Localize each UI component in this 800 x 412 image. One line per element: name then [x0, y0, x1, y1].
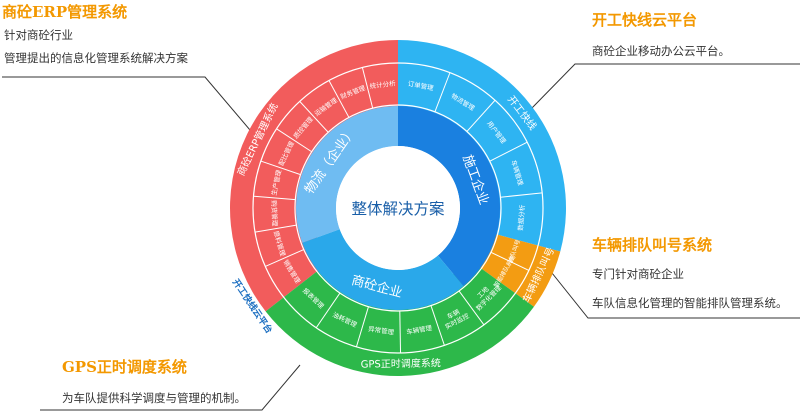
divider-gps-1 — [458, 290, 485, 326]
outer-dividers — [253, 67, 543, 353]
connector-kg — [529, 63, 800, 111]
connector-lines — [2, 63, 800, 411]
callout-kg: 开工快线云平台 商砼企业移动办公云平台。 — [592, 9, 730, 61]
divider-erp-8 — [361, 67, 374, 109]
callout-gps-title: GPS正时调度系统 — [62, 358, 187, 376]
divider-erp-1 — [265, 249, 304, 267]
divider-erp-6 — [299, 101, 329, 133]
divider-kg-4 — [500, 192, 543, 198]
callout-gps: GPS正时调度系统 为车队提供科学调度与管理的机制。 — [62, 356, 246, 408]
outer-separator — [252, 62, 544, 354]
connector-gps — [40, 364, 301, 411]
divider-gps-2 — [430, 305, 445, 346]
callout-kg-title: 开工快线云平台 — [592, 11, 698, 29]
callout-erp-title: 商砼ERP管理系统 — [2, 3, 128, 21]
item-erp-8: 统计分析 — [369, 78, 396, 90]
callout-queue-line-1: 专门针对商砼企业 — [592, 267, 684, 281]
divider-erp-3 — [253, 195, 296, 201]
divider-gps-4 — [355, 306, 369, 348]
inner-ring — [296, 106, 500, 310]
callout-queue-line-2: 车队信息化管理的智能排队管理系统。 — [592, 296, 788, 310]
callout-gps-line-1: 为车队提供科学调度与管理的机制。 — [62, 391, 246, 405]
divider-gps-5 — [315, 292, 341, 329]
center-label: 整体解决方案 — [351, 200, 445, 218]
item-kg-4: 数据分析 — [516, 204, 527, 231]
divider-erp-2 — [254, 224, 297, 233]
connector-queue — [547, 267, 800, 319]
item-erp-2: 购货管理 — [270, 200, 280, 227]
inner-sector-concrete — [302, 229, 464, 310]
divider-kg-2 — [466, 99, 496, 132]
outer-sector-kg — [398, 40, 566, 252]
outer-name-gps: GPS正时调度系统 — [361, 356, 441, 370]
divider-erp-4 — [260, 160, 301, 176]
callout-erp-line-1: 针对商砼行业 — [4, 28, 73, 42]
inner-sector-construction — [398, 106, 500, 287]
center-disc — [336, 146, 460, 270]
divider-kg-3 — [489, 141, 528, 162]
divider-kg-1 — [434, 72, 451, 113]
inner-separator — [294, 104, 502, 312]
divider-queue-1 — [490, 251, 530, 271]
divider-erp-5 — [276, 128, 312, 153]
divider-gps-3 — [399, 310, 402, 353]
callout-erp-line-2: 管理提出的信息化管理系统解决方案 — [4, 51, 188, 65]
item-gps-3: 异常管理 — [368, 324, 395, 337]
callout-queue-title: 车辆排队叫号系统 — [592, 236, 713, 254]
connector-erp — [2, 76, 251, 131]
callout-kg-line-1: 商砼企业移动办公云平台。 — [592, 44, 730, 58]
callout-erp: 商砼ERP管理系统 针对商砼行业 管理提出的信息化管理系统解决方案 — [2, 1, 188, 68]
item-gps-2: 车辆管理 — [406, 323, 434, 336]
callout-queue: 车辆排队叫号系统 专门针对商砼企业 车队信息化管理的智能排队管理系统。 — [592, 234, 788, 313]
inner-sector-logistics — [296, 106, 398, 243]
divider-erp-7 — [328, 80, 350, 118]
